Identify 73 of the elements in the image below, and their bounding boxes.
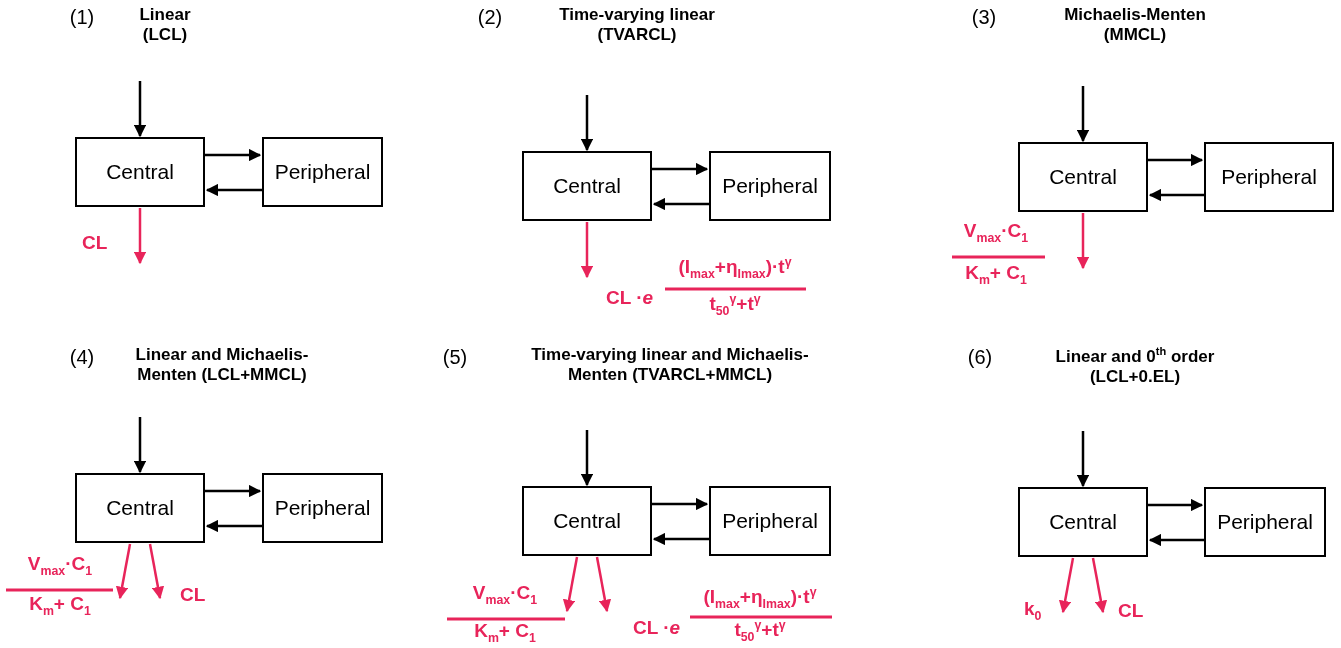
panel-number: (4): [69, 345, 95, 369]
compartment-name: Peripheral: [274, 496, 371, 520]
dose-arrow: [133, 81, 147, 138]
central-compartment-box: [522, 486, 652, 556]
transfer-arrow: [1148, 498, 1204, 512]
formula-text: V$_{max}$·C$_{1}$: [963, 220, 1029, 246]
peripheral-compartment-box: [262, 137, 383, 207]
central-compartment-box: [1018, 142, 1148, 212]
panel-title: Time-varying linear and Michaelis-Menten (TVARCL+MMCL): [530, 345, 810, 386]
dose-arrow: [1076, 431, 1090, 488]
panel-title: Linear and 0$^{th}$ order (LCL+0.EL): [1054, 345, 1216, 388]
transfer-arrow: [205, 148, 262, 162]
transfer-arrow: [205, 484, 262, 498]
panel-title: Linear (LCL): [138, 5, 192, 46]
compartment-name: Central: [106, 160, 174, 184]
compartment-name: Peripheral: [722, 174, 818, 198]
transfer-arrow: [205, 519, 262, 533]
peripheral-compartment-box: [1204, 142, 1334, 212]
central-compartment-box: [522, 151, 652, 221]
transfer-arrow: [1148, 188, 1204, 202]
formula-text: t$_{50}$$^{γ}$+t$^{γ}$: [734, 618, 786, 645]
peripheral-compartment-box: [709, 151, 831, 221]
compartment-name: Peripheral: [1217, 510, 1313, 534]
compartment-name: Central: [553, 509, 621, 533]
formula-text: t$_{50}$$^{γ}$+t$^{γ}$: [709, 292, 761, 319]
formula-text: K$_{m}$+ C$_{1}$: [29, 593, 91, 619]
elimination-arrow: [580, 222, 594, 279]
formula-text: K$_{m}$+ C$_{1}$: [965, 262, 1027, 288]
transfer-arrow: [205, 183, 262, 197]
panel-title: Time-varying linear (TVARCL): [558, 5, 716, 46]
elimination-arrow: [595, 556, 612, 613]
elimination-arrow: [133, 208, 147, 265]
central-compartment-box: [75, 473, 205, 543]
peripheral-compartment-box: [1204, 487, 1326, 557]
compartment-name: Central: [106, 496, 174, 520]
dose-arrow: [133, 417, 147, 474]
transfer-arrow: [652, 162, 709, 176]
elimination-arrow: [1058, 557, 1075, 614]
dose-arrow: [580, 430, 594, 487]
dose-arrow: [580, 95, 594, 152]
panel-number: (1): [69, 5, 95, 29]
peripheral-compartment-box: [262, 473, 383, 543]
peripheral-compartment-box: [709, 486, 831, 556]
panel-number: (3): [971, 5, 997, 29]
panel-number: (6): [967, 345, 993, 369]
compartment-name: Central: [1049, 510, 1117, 534]
formula-text: (I$_{max}$+η$_{Imax}$)·t$^{γ}$: [678, 255, 792, 282]
elimination-arrow: [1076, 213, 1090, 270]
central-compartment-box: [1018, 487, 1148, 557]
panel-title: Michaelis-Menten (MMCL): [1063, 5, 1207, 46]
formula-text: (I$_{max}$+η$_{Imax}$)·t$^{γ}$: [703, 585, 817, 612]
elimination-arrow: [562, 556, 579, 613]
panel-number: (5): [442, 345, 468, 369]
transfer-arrow: [1148, 153, 1204, 167]
compartment-name: Central: [553, 174, 621, 198]
formula-text: V$_{max}$·C$_{1}$: [472, 582, 538, 608]
elimination-arrow: [148, 543, 165, 600]
elimination-arrow: [115, 543, 132, 600]
dose-arrow: [1076, 86, 1090, 143]
transfer-arrow: [652, 532, 709, 546]
compartment-name: Peripheral: [722, 509, 818, 533]
compartment-name: Peripheral: [1221, 165, 1317, 189]
panel-number: (2): [477, 5, 503, 29]
transfer-arrow: [652, 197, 709, 211]
formula-text: V$_{max}$·C$_{1}$: [27, 553, 93, 579]
transfer-arrow: [1148, 533, 1204, 547]
formula-text: K$_{m}$+ C$_{1}$: [474, 620, 536, 646]
compartment-name: Peripheral: [274, 160, 371, 184]
central-compartment-box: [75, 137, 205, 207]
elimination-arrow: [1091, 557, 1108, 614]
transfer-arrow: [652, 497, 709, 511]
compartment-name: Central: [1049, 165, 1117, 189]
panel-title: Linear and Michaelis-Menten (LCL+MMCL): [134, 345, 310, 386]
